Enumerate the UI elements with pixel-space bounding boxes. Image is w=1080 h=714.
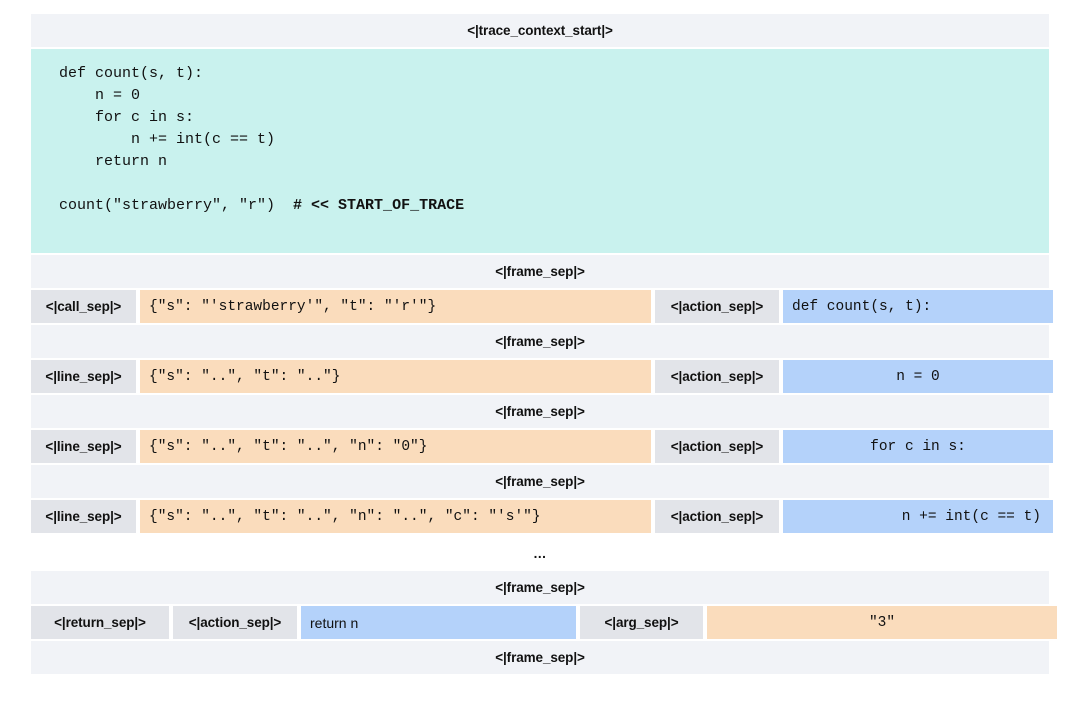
trace-context-start-token: <|trace_context_start|> [467,23,613,38]
trace-row: <|line_sep|> {"s": "..", "t": "..", "n":… [31,430,1053,463]
call-sep-chip: <|call_sep|> [31,290,136,323]
frame-sep-token: <|frame_sep|> [495,404,585,419]
line-sep-token: <|line_sep|> [45,439,122,454]
action-cell: n = 0 [783,360,1053,393]
truncation-gap: ... [31,535,1049,571]
code-line: n += int(c == t) [59,131,276,148]
arg-sep-token: <|arg_sep|> [604,615,679,630]
frame-sep-band: <|frame_sep|> [31,641,1049,674]
call-expression: count("strawberry", "r") [59,197,294,214]
code-line: n = 0 [59,87,141,104]
frame-sep-token: <|frame_sep|> [495,264,585,279]
trace-row: <|call_sep|> {"s": "'strawberry'", "t": … [31,290,1053,323]
action-sep-chip: <|action_sep|> [655,430,779,463]
arg-sep-chip: <|arg_sep|> [580,606,703,639]
action-cell: def count(s, t): [783,290,1053,323]
frame-sep-token: <|frame_sep|> [495,650,585,665]
return-sep-token: <|return_sep|> [54,615,146,630]
line-sep-token: <|line_sep|> [45,369,122,384]
action-cell: for c in s: [783,430,1053,463]
line-sep-chip: <|line_sep|> [31,430,136,463]
code-line-call: count("strawberry", "r") # << START_OF_T… [31,195,1049,217]
return-action-cell: return n [301,606,576,639]
frame-sep-band: <|frame_sep|> [31,395,1049,428]
start-of-trace-comment: # << START_OF_TRACE [293,197,465,214]
code-context-block: def count(s, t): n = 0 for c in s: n += … [31,49,1049,253]
return-sep-chip: <|return_sep|> [31,606,169,639]
action-sep-chip: <|action_sep|> [655,290,779,323]
code-line-blank [31,217,1049,239]
args-cell: {"s": "..", "t": "..", "n": "0"} [140,430,651,463]
return-row: <|return_sep|> <|action_sep|> return n <… [31,606,1057,639]
code-line: return n [59,153,168,170]
code-line: for c in s: [59,109,195,126]
trace-row: <|line_sep|> {"s": "..", "t": "..", "n":… [31,500,1053,533]
action-sep-chip: <|action_sep|> [173,606,297,639]
line-sep-chip: <|line_sep|> [31,500,136,533]
frame-sep-token: <|frame_sep|> [495,580,585,595]
action-sep-chip: <|action_sep|> [655,500,779,533]
line-sep-token: <|line_sep|> [45,509,122,524]
code-line-blank [31,173,1049,195]
args-cell: {"s": "..", "t": ".."} [140,360,651,393]
args-cell: {"s": "..", "t": "..", "n": "..", "c": "… [140,500,651,533]
frame-sep-band: <|frame_sep|> [31,465,1049,498]
code-line: def count(s, t): [59,65,204,82]
action-sep-chip: <|action_sep|> [655,360,779,393]
frame-sep-token: <|frame_sep|> [495,334,585,349]
ellipsis-label: ... [533,545,547,561]
trace-context-start-band: <|trace_context_start|> [31,14,1049,47]
action-sep-token: <|action_sep|> [670,299,764,314]
frame-sep-band: <|frame_sep|> [31,255,1049,288]
line-sep-chip: <|line_sep|> [31,360,136,393]
frame-sep-band: <|frame_sep|> [31,325,1049,358]
call-sep-token: <|call_sep|> [45,299,122,314]
frame-sep-token: <|frame_sep|> [495,474,585,489]
return-value-cell: "3" [707,606,1057,639]
action-sep-token: <|action_sep|> [670,369,764,384]
trace-row: <|line_sep|> {"s": "..", "t": ".."} <|ac… [31,360,1053,393]
args-cell: {"s": "'strawberry'", "t": "'r'"} [140,290,651,323]
frame-sep-band: <|frame_sep|> [31,571,1049,604]
action-cell: n += int(c == t) [783,500,1053,533]
action-sep-token: <|action_sep|> [670,509,764,524]
action-sep-token: <|action_sep|> [188,615,282,630]
action-sep-token: <|action_sep|> [670,439,764,454]
